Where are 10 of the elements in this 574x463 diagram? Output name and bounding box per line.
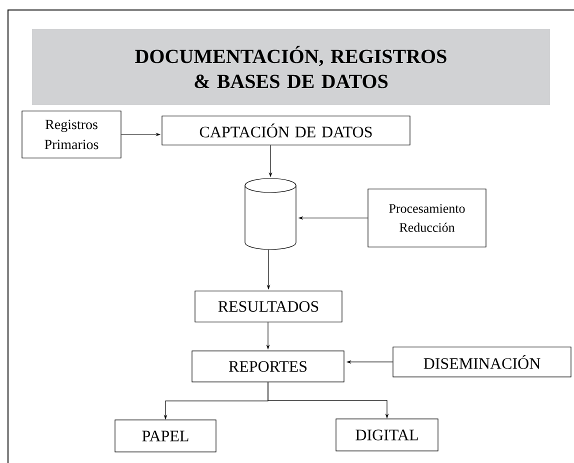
process-box: DIGITAL bbox=[336, 418, 438, 452]
process-box: RESULTADOS bbox=[194, 290, 342, 322]
process-box: DISEMINACIÓN bbox=[392, 346, 572, 378]
title-band: DOCUMENTACIÓN, REGISTROS & BASES DE DATOS bbox=[32, 29, 550, 105]
process-box: CAPTACIÓN DE DATOS bbox=[162, 116, 410, 146]
database-cylinder bbox=[244, 178, 296, 250]
process-box: REPORTES bbox=[192, 350, 344, 382]
process-box: PAPEL bbox=[114, 420, 216, 452]
process-box: Registros Primarios bbox=[22, 110, 122, 158]
process-box: Procesamiento Reducción bbox=[368, 188, 486, 248]
